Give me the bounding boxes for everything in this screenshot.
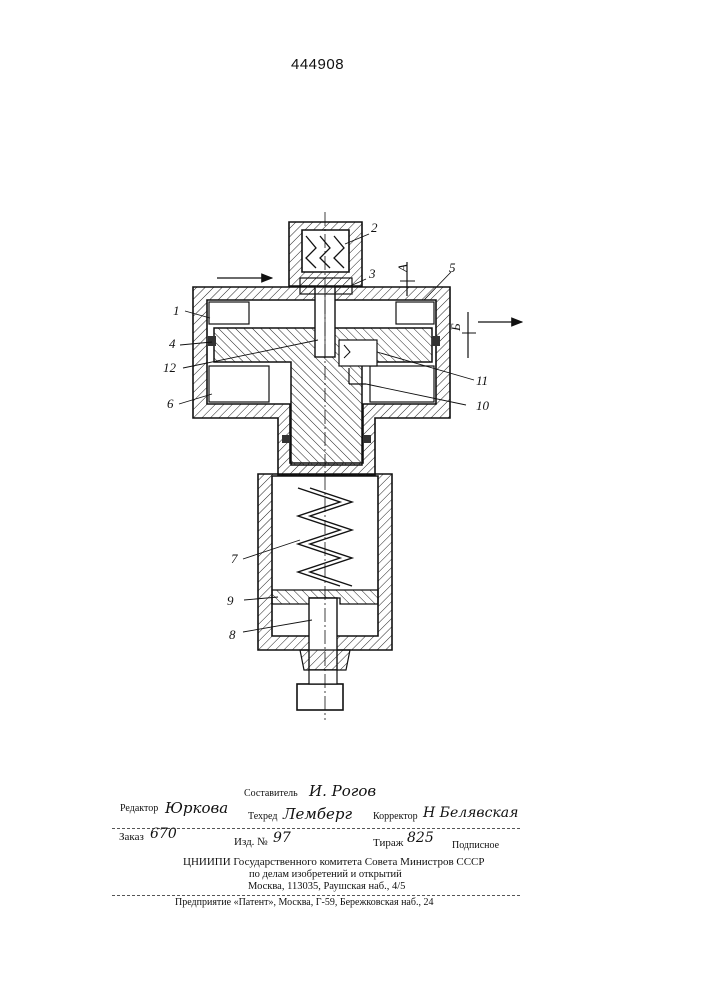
label-3: 3 bbox=[368, 266, 376, 281]
corrector-label: Корректор bbox=[373, 811, 418, 822]
compiler-label: Составитель bbox=[244, 788, 298, 799]
org-line-3: Москва, 113035, Раушская наб., 4/5 bbox=[248, 881, 405, 892]
cavity-6 bbox=[209, 366, 269, 402]
label-7: 7 bbox=[231, 551, 238, 566]
label-10: 10 bbox=[476, 398, 490, 413]
label-5: 5 bbox=[449, 260, 456, 275]
enterprise-line: Предприятие «Патент», Москва, Г-59, Бере… bbox=[175, 897, 433, 908]
order-label: Заказ bbox=[119, 831, 144, 843]
order-value: 670 bbox=[150, 826, 177, 842]
label-9: 9 bbox=[227, 593, 234, 608]
print-run-value: 825 bbox=[407, 830, 434, 846]
valve-11 bbox=[339, 340, 377, 366]
label-6: 6 bbox=[167, 396, 174, 411]
label-section-a: А bbox=[395, 264, 410, 273]
cavity-1 bbox=[209, 302, 249, 324]
editor-label: Редактор bbox=[120, 803, 158, 814]
org-line-2: по делам изобретений и открытий bbox=[249, 869, 402, 880]
seal-4 bbox=[208, 336, 216, 346]
org-line-1: ЦНИИПИ Государственного комитета Совета … bbox=[183, 856, 485, 868]
label-section-b: Б bbox=[448, 323, 463, 332]
compiler-name: И. Рогов bbox=[309, 782, 376, 800]
editor-name: Юркова bbox=[165, 799, 228, 817]
cavity-5 bbox=[396, 302, 434, 324]
label-1: 1 bbox=[173, 303, 180, 318]
subscription-label: Подписное bbox=[452, 840, 499, 851]
label-8: 8 bbox=[229, 627, 236, 642]
divider-bottom bbox=[112, 895, 520, 896]
techred-label: Техред bbox=[248, 811, 277, 822]
print-run-label: Тираж bbox=[373, 837, 403, 849]
corrector-name: Н Белявская bbox=[423, 805, 518, 821]
top-cap bbox=[289, 222, 362, 286]
spring-2 bbox=[306, 236, 316, 268]
spring-7 bbox=[298, 488, 340, 586]
label-12: 12 bbox=[163, 360, 177, 375]
issue-value: 97 bbox=[273, 830, 291, 846]
label-11: 11 bbox=[476, 373, 488, 388]
label-4: 4 bbox=[169, 336, 176, 351]
techred-name: Лемберг bbox=[283, 805, 352, 823]
issue-label: Изд. № bbox=[234, 836, 268, 848]
label-2: 2 bbox=[371, 220, 378, 235]
